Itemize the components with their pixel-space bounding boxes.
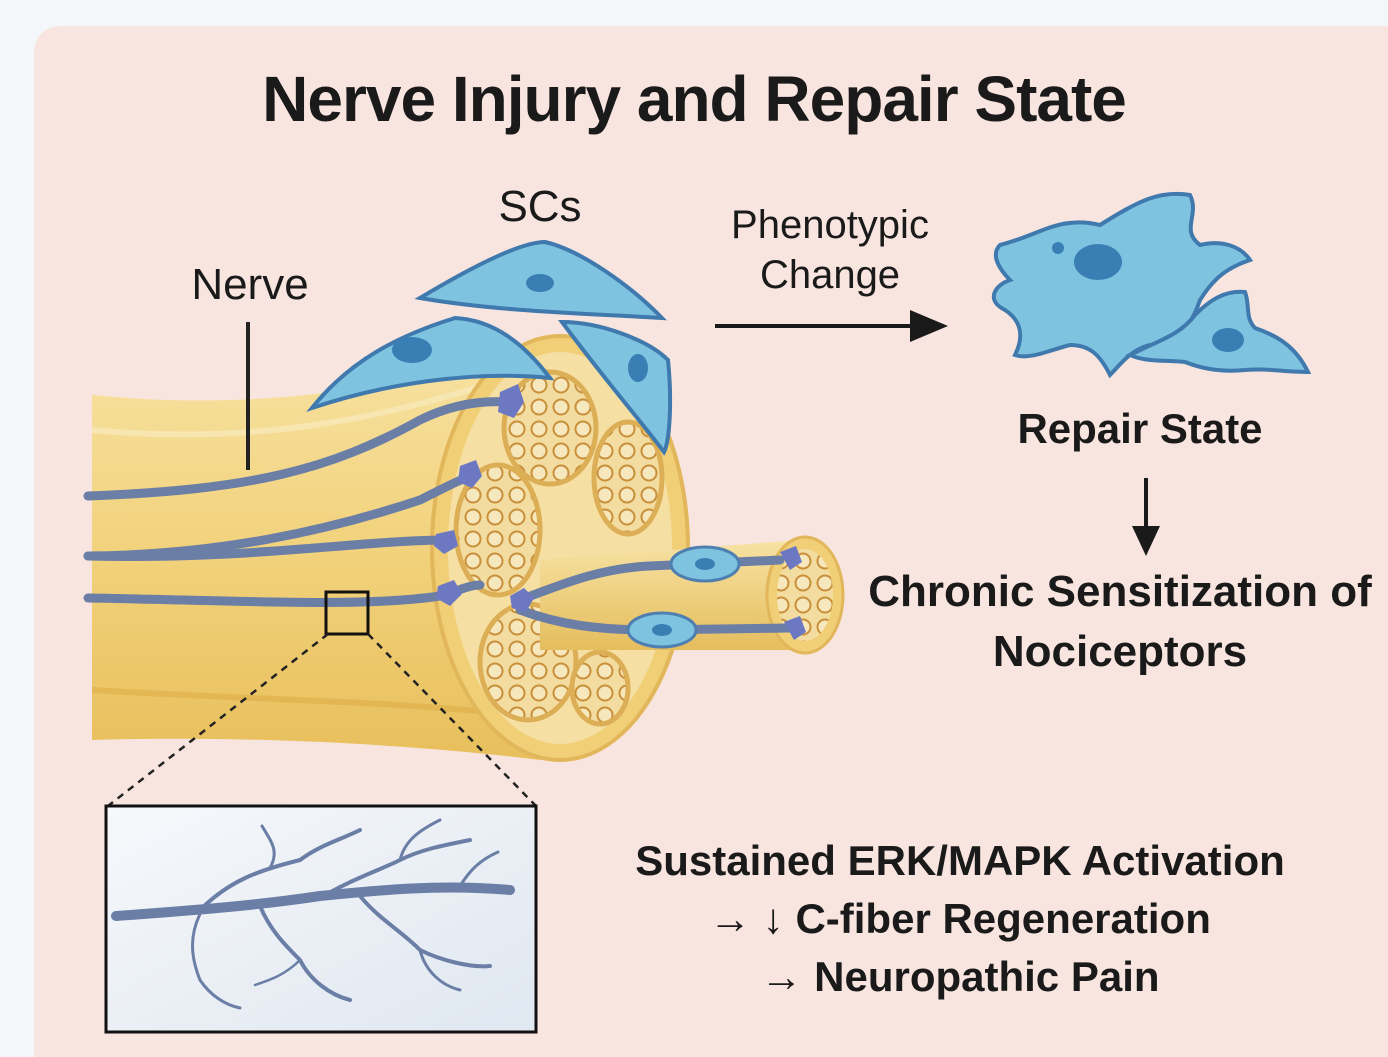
erk-mapk-label: Sustained ERK/MAPK Activation → ↓ C-fibe… (560, 832, 1360, 1006)
diagram-title: Nerve Injury and Repair State (0, 62, 1388, 136)
chronic-sensitization-label: Chronic Sensitization of Nociceptors (860, 562, 1380, 682)
arrow-down-icon (1132, 478, 1160, 556)
arrow-right-icon (715, 310, 948, 342)
phenotypic-change-label: Phenotypic Change (690, 200, 970, 300)
schwann-cells-label: SCs (480, 182, 600, 232)
nerve-label: Nerve (170, 260, 330, 310)
repair-state-label: Repair State (960, 405, 1320, 453)
magnified-axon-icon (106, 806, 536, 1032)
repair-cell-icon (994, 194, 1308, 375)
erk-line-2: → ↓ C-fiber Regeneration (560, 890, 1360, 948)
erk-line-3: → Neuropathic Pain (560, 948, 1360, 1006)
erk-line-1: Sustained ERK/MAPK Activation (560, 832, 1360, 890)
